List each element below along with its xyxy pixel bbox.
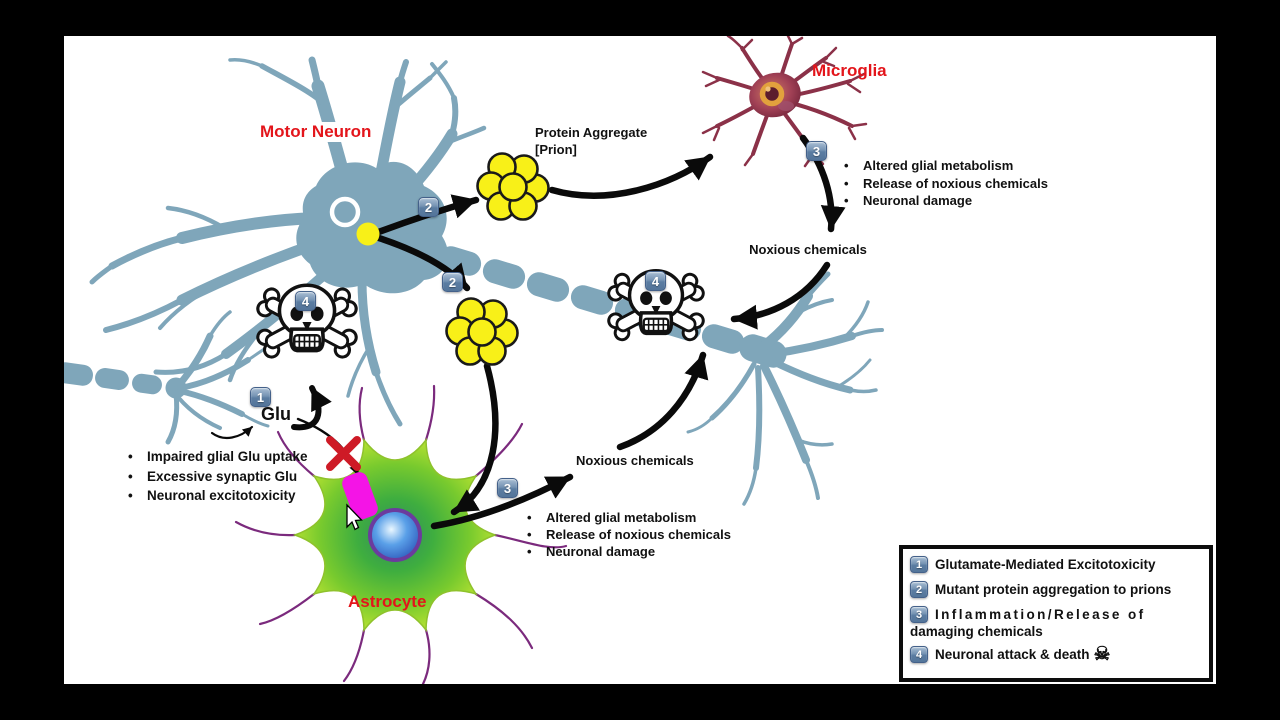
legend-text-3-line2: damaging chemicals bbox=[910, 624, 1043, 639]
flow-arrows bbox=[210, 134, 846, 530]
legend-badge-1: 1 bbox=[910, 556, 928, 573]
skull-glyph-icon: ☠ bbox=[1093, 644, 1111, 665]
list-item: Neuronal damage bbox=[546, 544, 656, 559]
microglia-label: Microglia bbox=[812, 61, 887, 80]
legend-box: 1 Glutamate-Mediated Excitotoxicity 2 Mu… bbox=[899, 545, 1213, 682]
list-item: Altered glial metabolism bbox=[863, 158, 1014, 173]
list-item: Excessive synaptic Glu bbox=[147, 468, 298, 484]
list-item: Release of noxious chemicals bbox=[863, 175, 1048, 191]
prion-aggregate-upper bbox=[476, 152, 550, 221]
axon-myelin-segments bbox=[394, 233, 787, 368]
legend-text-4: Neuronal attack & death bbox=[935, 647, 1090, 662]
list-item: Impaired glial Glu uptake bbox=[147, 449, 308, 464]
legend-item-4: 4 Neuronal attack & death ☠ bbox=[910, 644, 1203, 665]
microglia-cell bbox=[701, 36, 868, 168]
step-2-badge-lower: 2 bbox=[442, 272, 463, 292]
astrocyte-cell bbox=[234, 384, 568, 684]
legend-text-3-line1: Inflammation/Release of bbox=[935, 607, 1146, 622]
legend-item-1: 1 Glutamate-Mediated Excitotoxicity bbox=[910, 556, 1203, 573]
step-1-badge: 1 bbox=[250, 387, 271, 407]
legend-item-2: 2 Mutant protein aggregation to prions bbox=[910, 581, 1203, 598]
prion-seed-dot bbox=[356, 222, 380, 246]
pathology-diagram-art bbox=[64, 36, 884, 684]
legend-badge-2: 2 bbox=[910, 581, 928, 598]
list-item: Neuronal damage bbox=[863, 193, 973, 208]
microglia-effects-list: •Altered glial metabolism •Release of no… bbox=[844, 158, 1048, 208]
legend-text-1: Glutamate-Mediated Excitotoxicity bbox=[935, 557, 1156, 572]
list-item: Neuronal excitotoxicity bbox=[147, 488, 296, 503]
legend-badge-3: 3 bbox=[910, 606, 928, 623]
presynaptic-fiber bbox=[64, 310, 278, 445]
nucleus-ring bbox=[329, 196, 361, 228]
astrocyte-label: Astrocyte bbox=[348, 592, 427, 611]
diagram-canvas: Motor Neuron Microglia Astrocyte Protein… bbox=[64, 36, 1216, 684]
step-3-badge-astrocyte: 3 bbox=[497, 478, 518, 498]
astrocyte-effects-list: •Altered glial metabolism •Release of no… bbox=[527, 510, 731, 559]
legend-text-2: Mutant protein aggregation to prions bbox=[935, 582, 1172, 597]
step-4-badge-left-skull: 4 bbox=[295, 291, 316, 311]
legend-badge-4: 4 bbox=[910, 646, 928, 663]
glu-label: Glu bbox=[261, 404, 291, 424]
step-2-badge-upper: 2 bbox=[418, 197, 439, 217]
mouse-cursor bbox=[346, 503, 363, 531]
legend-item-3: 3 Inflammation/Release of bbox=[910, 606, 1203, 623]
blocked-glu-transporter bbox=[342, 472, 378, 520]
blocked-cross-icon bbox=[326, 436, 361, 471]
glutamate-effects-list: •Impaired glial Glu uptake •Excessive sy… bbox=[128, 447, 308, 506]
motor-neuron-label: Motor Neuron bbox=[257, 122, 375, 142]
step-3-badge-microglia: 3 bbox=[806, 141, 827, 161]
list-item: Altered glial metabolism bbox=[546, 510, 697, 525]
step-4-badge-right-skull: 4 bbox=[645, 271, 666, 291]
noxious-chemicals-top-label: Noxious chemicals bbox=[749, 242, 867, 257]
noxious-chemicals-bottom-label: Noxious chemicals bbox=[576, 453, 694, 468]
protein-aggregate-label: Protein Aggregate [Prion] bbox=[535, 125, 648, 157]
list-item: Release of noxious chemicals bbox=[546, 527, 731, 542]
prion-aggregate-lower bbox=[445, 297, 519, 366]
